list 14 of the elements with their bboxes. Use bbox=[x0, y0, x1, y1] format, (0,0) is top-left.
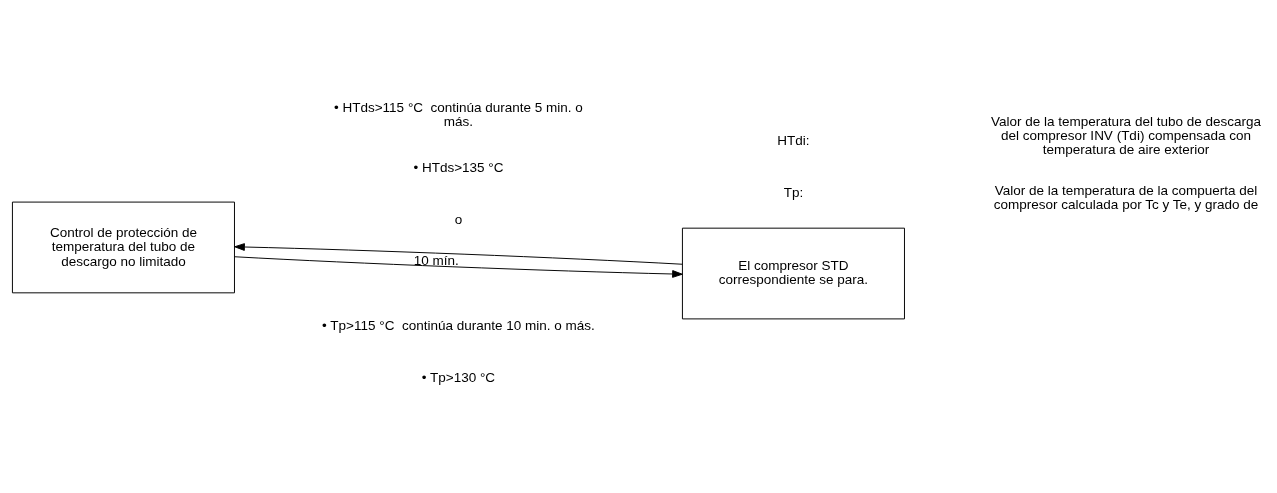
node-box: Control de protección de temperatura del tubo de descargo no limitado bbox=[11, 201, 235, 294]
label: • Tp>130 °C bbox=[421, 370, 496, 386]
label: HTdi: bbox=[777, 132, 810, 148]
arrow bbox=[234, 243, 683, 265]
arrow bbox=[234, 256, 683, 278]
label: Tp: bbox=[783, 184, 804, 200]
label: • HTds>135 °C bbox=[413, 159, 504, 175]
label: Valor de la temperatura del tubo de descarga del compresor INV (Tdi) compensada con temperatura de aire exterior bbox=[991, 113, 1261, 158]
node-box: El compresor STD correspondiente se para. bbox=[681, 227, 905, 320]
label: • HTds>115 °C continúa durante 5 min. o más. bbox=[334, 99, 583, 130]
label: Valor de la temperatura de la compuerta del compresor calculada por Tc y Te, y grado de bbox=[993, 182, 1259, 213]
label: • Tp>115 °C continúa durante 10 min. o más. bbox=[322, 318, 595, 334]
edge-label: 10 mín. bbox=[413, 252, 459, 268]
label: o bbox=[454, 212, 463, 228]
